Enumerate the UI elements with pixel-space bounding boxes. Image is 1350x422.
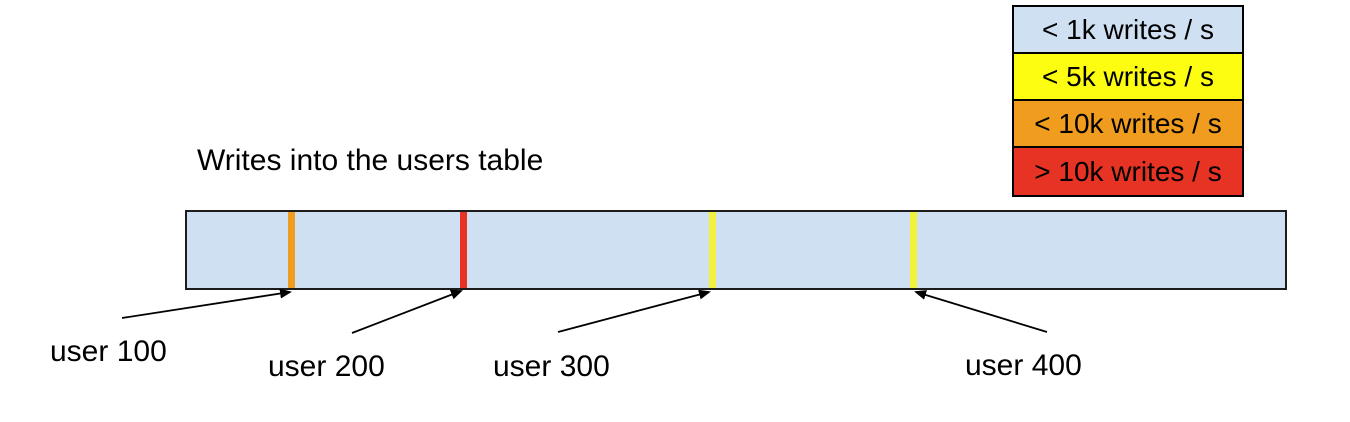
users-table-bar [185, 210, 1287, 290]
write-hotspot-stripe-user-200 [459, 212, 467, 288]
arrow-user-400 [914, 290, 1048, 333]
legend-item-lt-10k: < 10k writes / s [1014, 101, 1242, 148]
write-hotspot-stripe-user-400 [909, 212, 917, 288]
write-hotspot-stripe-user-300 [708, 212, 716, 288]
label-user-200: user 200 [268, 350, 385, 383]
write-hotspot-stripe-user-100 [287, 212, 295, 288]
diagram-title: Writes into the users table [197, 144, 544, 177]
legend-item-label: < 10k writes / s [1034, 107, 1222, 139]
legend-item-label: < 5k writes / s [1042, 60, 1214, 92]
label-user-300: user 300 [493, 350, 610, 383]
legend-item-label: < 1k writes / s [1042, 13, 1214, 45]
arrow-user-300 [557, 289, 711, 333]
legend-item-label: > 10k writes / s [1034, 155, 1222, 187]
label-user-100: user 100 [50, 335, 167, 368]
arrow-user-200 [351, 289, 463, 334]
label-user-400: user 400 [965, 349, 1082, 382]
legend-item-lt-5k: < 5k writes / s [1014, 54, 1242, 101]
arrow-user-100 [121, 288, 292, 319]
legend-item-lt-1k: < 1k writes / s [1014, 7, 1242, 54]
write-rate-legend: < 1k writes / s < 5k writes / s < 10k writ… [1012, 5, 1244, 197]
legend-item-gt-10k: > 10k writes / s [1014, 148, 1242, 195]
